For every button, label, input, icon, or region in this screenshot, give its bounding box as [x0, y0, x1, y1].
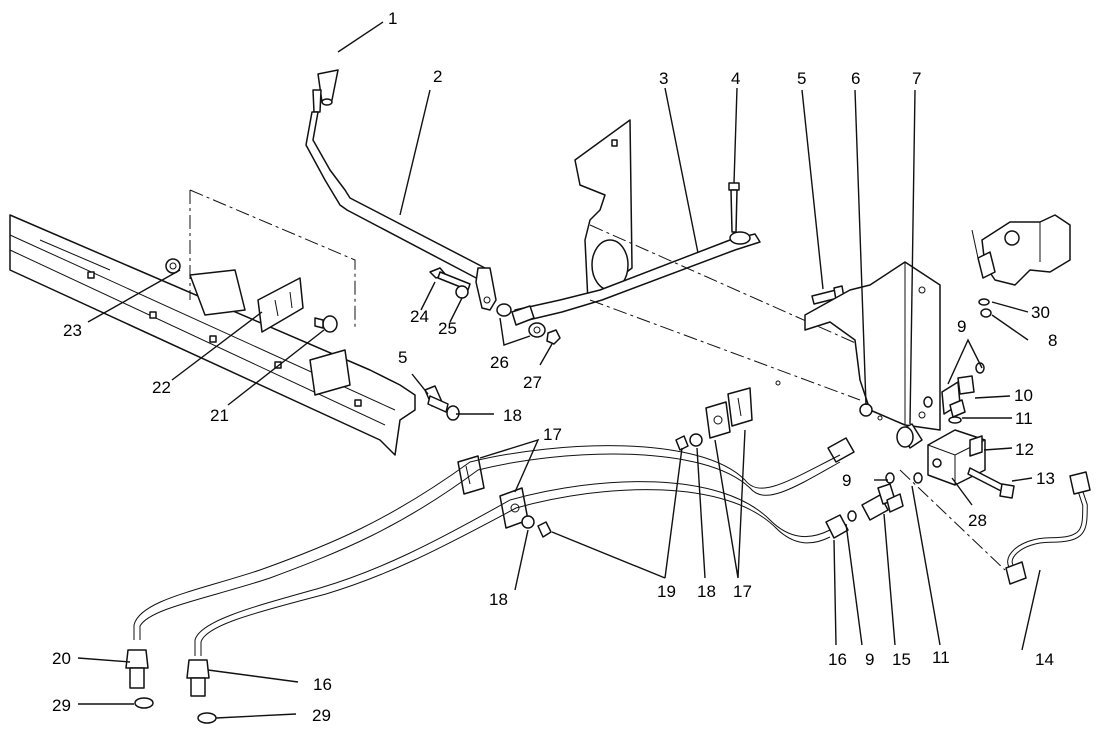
- callout-7: 7: [912, 69, 921, 88]
- valve-bolt: [967, 467, 1015, 499]
- rod-bolt: [728, 182, 740, 233]
- callout-22: 22: [152, 378, 171, 397]
- callout-10: 10: [1014, 386, 1033, 405]
- valve-plate: [804, 261, 941, 431]
- callout-26: 26: [490, 353, 509, 372]
- hydraulic-tube: [1005, 471, 1091, 585]
- leader-lines: [77, 21, 1041, 719]
- valve-washers: [978, 298, 992, 318]
- callout-16-left: 16: [313, 675, 332, 694]
- tee-fitting: [861, 483, 904, 521]
- callout-18-upper: 18: [503, 406, 522, 425]
- callout-1: 1: [388, 9, 397, 28]
- callout-18-right: 18: [697, 582, 716, 601]
- pivot-pin: [314, 315, 338, 333]
- callout-9-mid: 9: [842, 471, 851, 490]
- callout-16-right: 16: [828, 650, 847, 669]
- o-ring-center: [197, 712, 217, 724]
- callout-numbers: 1 2 3 4 5 6 7 9 30 8 10 11 12 9 13 28 16…: [52, 9, 1057, 725]
- callout-24: 24: [410, 307, 429, 326]
- callout-2: 2: [433, 67, 442, 86]
- tube-centerline: [899, 469, 1006, 571]
- hose-end-center: [186, 659, 210, 697]
- valve-spacer: [896, 423, 923, 449]
- frame-rail: [9, 214, 416, 456]
- mount-plate: [574, 119, 633, 303]
- callout-18-lower: 18: [489, 590, 508, 609]
- lever-nut: [455, 285, 469, 299]
- clamp-bolt: [424, 385, 449, 413]
- hose-end-left: [125, 649, 149, 689]
- callout-25: 25: [438, 319, 457, 338]
- lever-washers: [496, 303, 546, 338]
- callout-9-lower: 9: [865, 650, 874, 669]
- phantom-plate: [189, 189, 356, 330]
- lever-locknut: [546, 329, 561, 345]
- hydraulic-hoses: [133, 445, 841, 656]
- callout-11-lower: 11: [932, 648, 950, 667]
- o-ring-left: [134, 697, 154, 709]
- callout-17-left: 17: [543, 425, 562, 444]
- callout-4: 4: [731, 69, 740, 88]
- callout-19: 19: [657, 582, 676, 601]
- control-valve: [971, 214, 1071, 286]
- callout-5-lower: 5: [398, 348, 407, 367]
- locknut: [165, 258, 181, 274]
- callout-9-upper: 9: [957, 317, 966, 336]
- callout-28: 28: [968, 511, 987, 530]
- hose-nut-right: [825, 514, 849, 539]
- callout-13: 13: [1036, 469, 1055, 488]
- callout-6: 6: [851, 69, 860, 88]
- adjust-plate: [257, 277, 304, 333]
- callout-12: 12: [1015, 440, 1034, 459]
- callout-3: 3: [659, 69, 668, 88]
- callout-29-right: 29: [312, 706, 331, 725]
- hose-clamp-right-b: [727, 387, 753, 427]
- callout-23: 23: [63, 321, 82, 340]
- link-rod: [511, 231, 761, 326]
- callout-29-left: 29: [52, 696, 71, 715]
- callout-17-right: 17: [733, 582, 752, 601]
- callout-11-upper: 11: [1015, 409, 1033, 428]
- clamp-washers: [446, 405, 703, 529]
- callout-27: 27: [523, 373, 542, 392]
- callout-21: 21: [210, 406, 229, 425]
- clamp-nuts: [537, 435, 689, 538]
- mount-centerline: [589, 299, 861, 401]
- callout-5-upper: 5: [797, 69, 806, 88]
- hose-clamp-right-a: [705, 401, 731, 439]
- callout-30: 30: [1031, 303, 1050, 322]
- callout-15: 15: [892, 650, 911, 669]
- elbow-fitting: [941, 375, 975, 418]
- clamp-screw-tip: [775, 380, 781, 386]
- control-lever: [305, 89, 497, 311]
- callout-14: 14: [1035, 650, 1054, 669]
- callout-8: 8: [1048, 331, 1057, 350]
- fitting-washers-lower: [847, 472, 923, 522]
- tube-nut-upper: [827, 437, 855, 463]
- rail-bracket: [189, 269, 351, 396]
- callout-20: 20: [52, 649, 71, 668]
